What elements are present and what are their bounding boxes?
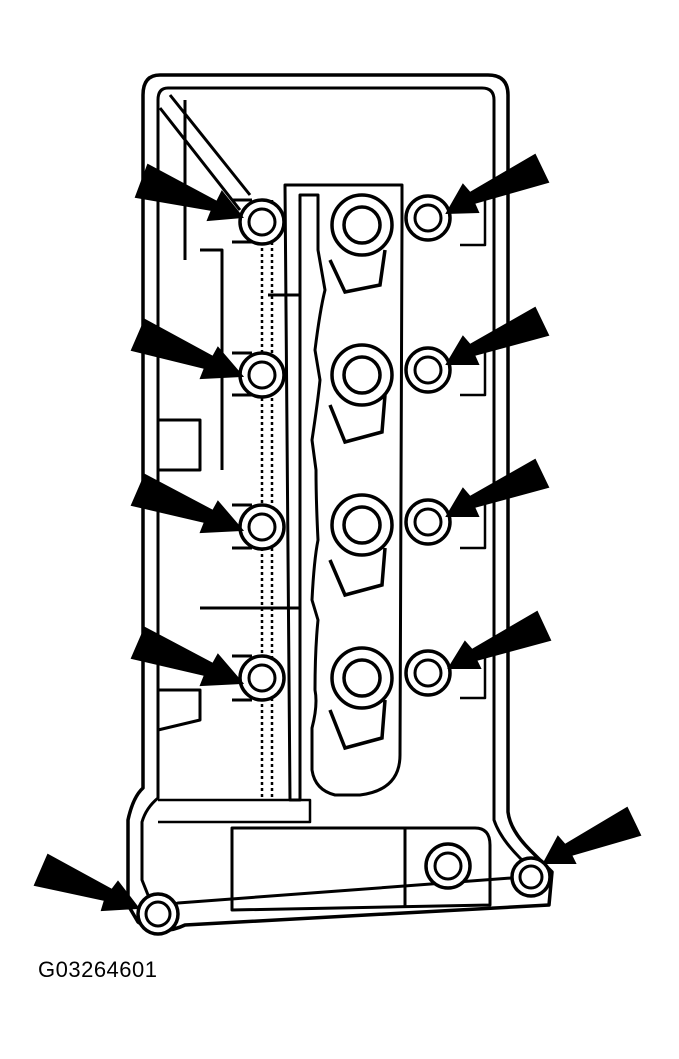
- oil-cap-housing: [230, 826, 492, 912]
- arrow-bolt-6: [445, 458, 550, 517]
- bolt-6: [404, 498, 452, 546]
- bolt-4: [404, 346, 452, 394]
- arrow-bolt-5: [130, 473, 245, 534]
- arrow-bolt-7: [130, 626, 245, 687]
- bottom-channel: [158, 798, 312, 824]
- coil-tower-3: [328, 493, 394, 598]
- bolt-8: [404, 649, 452, 697]
- bolt-3: [232, 351, 286, 399]
- coil-plate: [283, 183, 404, 802]
- arrow-bolt-1: [134, 163, 244, 222]
- bolt-1: [232, 198, 286, 246]
- arrow-bolt-3: [130, 318, 245, 380]
- left-channel: [260, 200, 274, 800]
- arrow-bolt-9: [33, 853, 140, 912]
- arrow-bolt-8: [447, 610, 552, 669]
- coil-towers: [328, 193, 394, 751]
- bolts: [136, 194, 552, 936]
- coil-tower-1: [328, 193, 394, 294]
- bolt-arrows: [33, 153, 642, 912]
- coil-tower-2: [328, 343, 394, 445]
- bolt-2: [404, 194, 452, 242]
- bolt-9: [136, 892, 180, 936]
- right-rail: [460, 195, 487, 700]
- arrow-bolt-10: [542, 806, 642, 864]
- oil-filler-cap: [424, 842, 472, 890]
- arrow-bolt-2: [445, 153, 550, 215]
- bolt-10: [510, 856, 552, 898]
- bolt-7: [232, 654, 286, 702]
- figure-code: G03264601: [38, 957, 158, 982]
- arrow-bolt-4: [445, 306, 550, 365]
- cross-ribs: [157, 100, 300, 732]
- coil-tower-4: [328, 646, 394, 751]
- diagonal-rib: [158, 94, 252, 211]
